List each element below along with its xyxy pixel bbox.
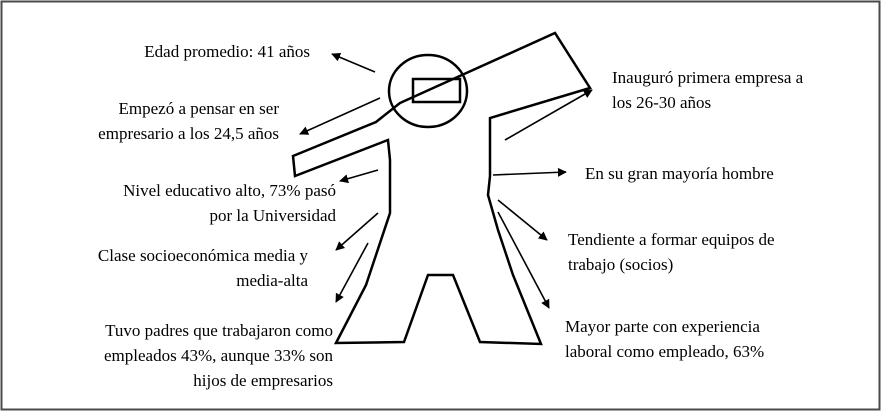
label-padres-empleados: Tuvo padres que trabajaron como empleado… <box>104 321 333 390</box>
arrow-equipos <box>497 199 548 241</box>
label-edad-promedio: Edad promedio: 41 años <box>144 42 310 61</box>
arrow-inauguro <box>504 89 593 141</box>
label-mayoria-hombre: En su gran mayoría hombre <box>585 164 774 183</box>
arrow-pensar <box>299 97 381 135</box>
label-nivel-educativo: Nivel educativo alto, 73% pasó por la Un… <box>123 181 336 225</box>
arrow-nivel <box>339 169 379 184</box>
arrow-hombre <box>492 167 567 177</box>
arrow-experiencia <box>497 211 550 309</box>
head-circle <box>387 53 469 129</box>
label-inauguro-empresa: Inauguró primera empresa a los 26-30 año… <box>612 68 804 112</box>
label-empezo-pensar: Empezó a pensar en ser empresario a los … <box>98 99 279 143</box>
arrow-clase <box>335 212 379 251</box>
label-equipos-trabajo: Tendiente a formar equipos de trabajo (s… <box>568 230 775 274</box>
face-rectangle <box>411 77 462 104</box>
person-silhouette <box>291 31 592 346</box>
arrow-edad <box>331 52 376 73</box>
label-clase-socioeconomica: Clase socioeconómica media y media-alta <box>97 246 308 290</box>
label-experiencia-laboral: Mayor parte con experiencia laboral como… <box>565 317 765 361</box>
arrow-padres <box>335 242 369 303</box>
